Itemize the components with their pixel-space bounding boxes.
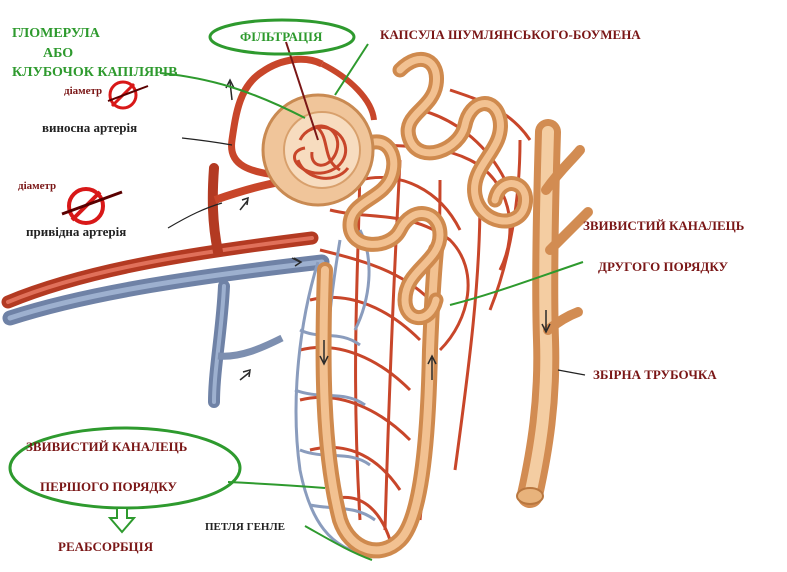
collecting-duct-label: ЗБІРНА ТРУБОЧКА [593, 368, 717, 381]
no-diameter-icon-large [62, 189, 122, 223]
henle-loop-label: ПЕТЛЯ ГЕНЛЕ [205, 522, 285, 533]
afferent-artery-label: привідна артерія [26, 225, 126, 238]
diameter-top-label: діаметр [64, 86, 102, 97]
abo-label: АБО [43, 47, 73, 61]
proximal-tubule-label-line2: ПЕРШОГО ПОРЯДКУ [40, 480, 177, 493]
no-diameter-icon-small [108, 82, 148, 108]
reabsorption-label: РЕАБСОРБЦІЯ [58, 540, 153, 553]
diameter-bottom-label: діаметр [18, 181, 56, 192]
filtration-label: ФІЛЬТРАЦІЯ [240, 30, 322, 43]
capsule-label: КАПСУЛА ШУМЛЯНСЬКОГО-БОУМЕНА [380, 28, 641, 41]
distal-tubule-label-line2: ДРУГОГО ПОРЯДКУ [598, 260, 728, 273]
efferent-artery-label: виносна артерія [42, 121, 137, 134]
distal-tubule-label-line1: ЗВИВИСТИЙ КАНАЛЕЦЬ [583, 219, 744, 232]
bowman-capsule [263, 95, 373, 205]
glomerula-label: ГЛОМЕРУЛА [12, 27, 100, 41]
klubochok-label: КЛУБОЧОК КАПІЛЯРІВ [12, 66, 178, 80]
reabsorption-arrow-icon [110, 508, 134, 532]
proximal-tubule-label-line1: ЗВИВИСТИЙ КАНАЛЕЦЬ [26, 440, 187, 453]
